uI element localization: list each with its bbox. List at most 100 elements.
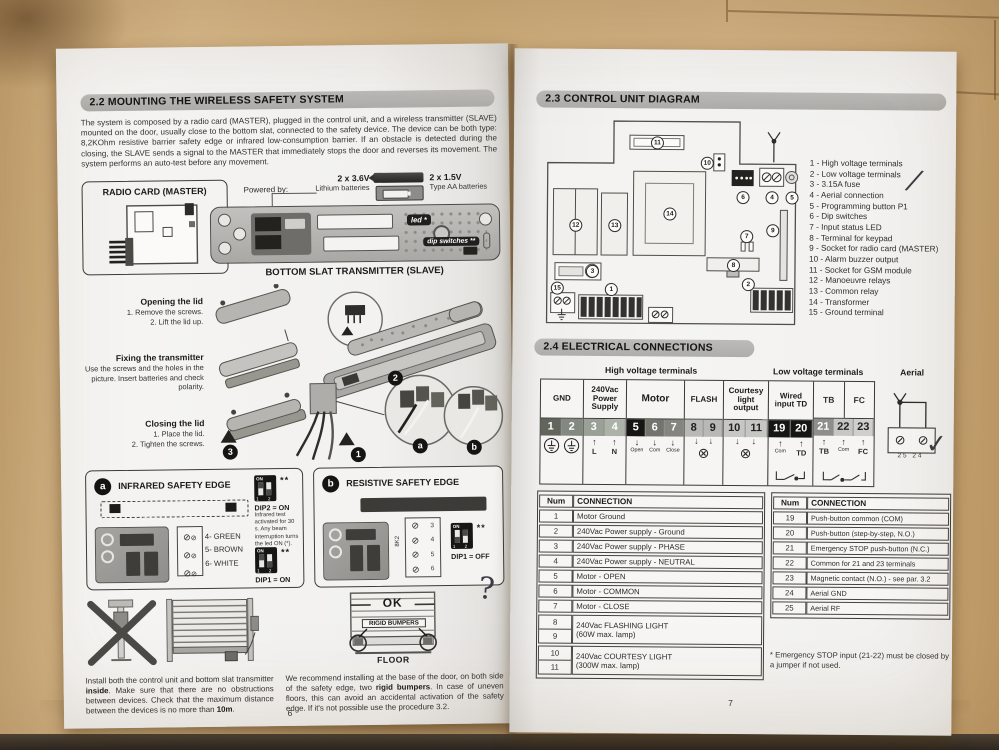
diagram-badge-12: 12 xyxy=(569,218,583,232)
terminal-block-icon xyxy=(255,235,282,250)
high-voltage-terminals: GND 1 2 240Vac Power Supply 3 4 ↑L xyxy=(539,378,770,487)
battery-b-type: Type AA batteries xyxy=(429,181,488,192)
screw-icon: ⊘ xyxy=(411,535,420,546)
dip1-setting: DIP1 = OFF xyxy=(451,551,490,561)
handwritten-question-mark: ? xyxy=(476,570,497,608)
com-label: Com xyxy=(837,446,850,453)
diagram-badge-10: 10 xyxy=(700,156,714,170)
screw-icon: ⊘ xyxy=(183,532,191,543)
td-label: TD xyxy=(796,448,807,458)
dip-switches-label: dip switches ** xyxy=(423,236,480,247)
floor-label: FLOOR xyxy=(376,654,410,665)
screw-icon: ⊘ xyxy=(191,571,198,579)
terminal-number: 5 xyxy=(430,550,435,558)
col-num-header: Num xyxy=(773,496,808,510)
aerial-figure: ⊘ ⊘ 25 24 xyxy=(885,389,946,459)
motor-group: Motor 5 6 7 ↓Open ↓Com ↓Close xyxy=(626,380,686,485)
diagram-badge-5: 5 xyxy=(785,191,799,205)
close-label: Close xyxy=(666,447,680,454)
dip1-block: ON 1 2 ** DIP1 = OFF xyxy=(450,522,490,561)
manual-page-right: 2.3 CONTROL UNIT DIAGRAM xyxy=(509,48,957,736)
dip-on-label: ON xyxy=(256,476,263,482)
arrow-down-icon: ↓ xyxy=(634,437,640,448)
wire-label-green: 4- GREEN xyxy=(204,531,241,542)
terminal-panel xyxy=(250,212,312,256)
courtesy-light-group: Courtesy light output 10 11 ↓↓ ⊗ xyxy=(723,380,769,485)
antenna-icon xyxy=(767,131,781,163)
screw-icon: ⊘ xyxy=(411,549,420,560)
terminal-3: 3 xyxy=(583,418,605,436)
wood-seam xyxy=(994,20,996,100)
lv-title: Low voltage terminals xyxy=(772,366,864,378)
fc-sub-label: FC xyxy=(858,446,869,457)
terminal-21: 21 xyxy=(813,418,834,436)
screw-icon: ⊘ xyxy=(183,550,191,561)
battery-icon xyxy=(382,189,409,199)
terminal-10: 10 xyxy=(723,419,746,438)
wire-label-brown: 5- BROWN xyxy=(204,544,244,555)
com-label: Com xyxy=(649,447,661,454)
terminal-4: 4 xyxy=(604,418,626,437)
wire-label-white: 6- WHITE xyxy=(205,558,239,568)
arrow-down-icon: ↓ xyxy=(670,437,676,448)
asterisks: ** xyxy=(280,546,291,558)
slave-transmitter-figure: led * dip switches ** xyxy=(209,203,501,264)
arrow-up-icon: ↑ xyxy=(860,437,866,448)
powered-by-connector xyxy=(271,192,317,207)
lv-terminal-row xyxy=(750,287,794,313)
led-label: led * xyxy=(406,214,431,226)
resistor-label: 8K2 xyxy=(394,536,401,548)
dip2-note: Infrared test activated for 30 s. Any be… xyxy=(254,512,299,548)
terminal-2: 2 xyxy=(561,418,583,436)
legend-item: 13 - Common relay xyxy=(808,286,879,297)
arrow-up-icon: ↑ xyxy=(821,436,827,447)
power-supply-group: 240Vac Power Supply 3 4 ↑L ↑N xyxy=(583,379,628,485)
screw-housing-icon xyxy=(218,241,232,255)
connector-pins-icon xyxy=(109,240,128,264)
dip-switch-icon: ON 1 2 xyxy=(254,547,278,574)
group-label: GND xyxy=(540,379,584,419)
battery-option-a: 2 x 3.6V Lithium batteries xyxy=(295,173,369,193)
diagram-badge-2: 2 xyxy=(741,278,755,292)
mounting-bracket xyxy=(295,382,337,460)
detail-badge-b: b xyxy=(466,439,482,455)
terminal-19: 19 xyxy=(768,420,791,438)
step-closing-lid: Closing the lid 1. Place the lid. 2. Tig… xyxy=(82,418,205,450)
aerial-antenna-icon xyxy=(893,392,927,428)
terminal-9: 9 xyxy=(703,419,723,437)
exploded-view-figure: 1 2 3 a b xyxy=(207,281,505,465)
forbidden-mounting-figure xyxy=(87,599,157,666)
diagram-badge-1: 1 xyxy=(604,282,618,297)
terminal-5: 5 xyxy=(626,419,646,437)
neutral-label: N xyxy=(611,447,618,457)
diagram-badge-7: 7 xyxy=(740,230,754,244)
dip-switch-icon: ON 1 2 xyxy=(450,522,474,549)
battery-slider-icon xyxy=(375,185,424,201)
asterisks: ** xyxy=(280,474,290,486)
emergency-stop-footnote: * Emergency STOP input (21-22) must be c… xyxy=(769,650,950,670)
control-unit-diagram: 1 2 3 4 5 6 7 8 9 10 11 12 13 14 15 xyxy=(536,116,806,330)
legend-item: 15 - Ground terminal xyxy=(808,307,884,318)
hv-title: High voltage terminals xyxy=(605,364,698,376)
step-badge-3: 3 xyxy=(222,444,238,460)
tb-fc-group: TB FC 21 22 23 ↑TB ↑Com ↑FC xyxy=(813,381,875,486)
control-unit-mini xyxy=(322,521,390,581)
screw-icon: ⊘ xyxy=(190,553,197,561)
slave-caption: BOTTOM SLAT TRANSMITTER (SLAVE) xyxy=(265,265,444,279)
arrow-up-icon: ↑ xyxy=(841,436,846,447)
dip-block-icon xyxy=(463,246,478,255)
legend-item: 10 - Alarm buzzer output xyxy=(809,254,899,265)
col-num-header: Num xyxy=(539,494,574,508)
terminal-8: 8 xyxy=(684,419,704,437)
terminal-22: 22 xyxy=(833,418,854,436)
